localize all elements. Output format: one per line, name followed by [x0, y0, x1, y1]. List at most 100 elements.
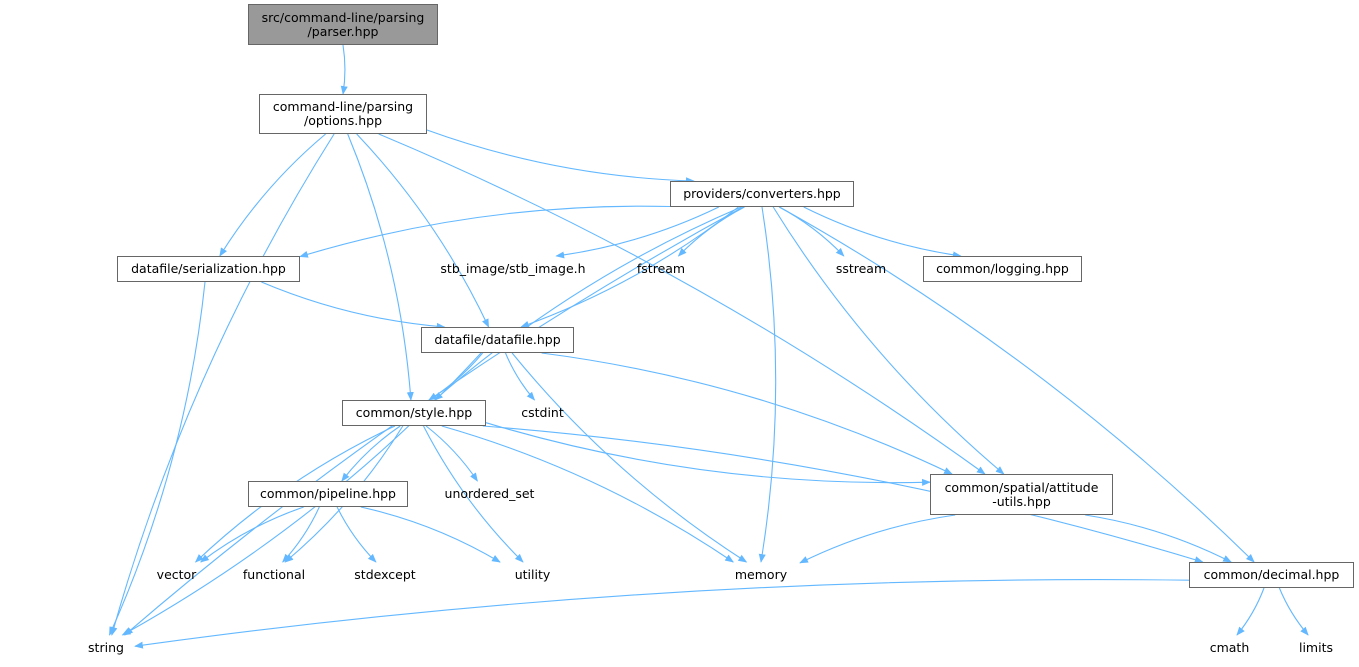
node-label-line: sstream [835, 261, 887, 276]
edge-options-to-style [347, 133, 414, 401]
node-limits: limits [1287, 635, 1345, 661]
node-label: utility [515, 568, 551, 582]
node-label-line: datafile/datafile.hpp [434, 332, 561, 347]
edge-serialization-to-string [108, 281, 206, 636]
node-label: datafile/serialization.hpp [131, 262, 286, 276]
node-unordered-set: unordered_set [432, 481, 547, 507]
edge-decimal-to-limits [1278, 587, 1309, 636]
edge-options-to-attitude [378, 133, 986, 475]
node-label-line: stdexcept [354, 567, 416, 582]
node-memory: memory [722, 562, 800, 588]
node-label-line: /parser.hpp [307, 23, 379, 39]
node-label-line: common/style.hpp [355, 405, 473, 420]
edge-attitude-to-decimal [1085, 514, 1232, 563]
node-label-line: memory [734, 567, 788, 582]
node-label-line: stb_image/stb_image.h [440, 261, 586, 276]
node-label: fstream [637, 262, 685, 276]
node-stb-image: stb_image/stb_image.h [425, 256, 601, 282]
node-label: unordered_set [445, 487, 535, 501]
node-decimal[interactable]: common/decimal.hpp [1189, 562, 1354, 588]
node-label: common/decimal.hpp [1204, 568, 1340, 582]
edge-datafile-to-cstdint [504, 352, 536, 401]
node-label: sstream [836, 262, 886, 276]
node-label: common/pipeline.hpp [260, 487, 396, 501]
node-label-line: /options.hpp [303, 113, 382, 128]
edge-pipeline-to-stdexcept [336, 506, 377, 563]
edge-pipeline-to-vector [200, 506, 304, 563]
edge-decimal-to-cmath [1236, 587, 1265, 636]
node-label-line: cmath [1209, 640, 1250, 655]
node-utility: utility [500, 562, 565, 588]
node-label: common/spatial/attitude-utils.hpp [944, 479, 1099, 509]
node-label-line: src/command-line/parsing [261, 9, 425, 25]
edge-converters-to-serialization [299, 205, 671, 258]
edge-datafile-to-string [121, 352, 482, 636]
edge-style-to-unordered_set [425, 425, 478, 482]
edge-converters-to-memory [758, 206, 777, 563]
node-parser: src/command-line/parsing/parser.hpp [248, 4, 438, 45]
node-label-line: common/pipeline.hpp [259, 486, 396, 501]
node-datafile[interactable]: datafile/datafile.hpp [421, 327, 574, 353]
edge-attitude-to-memory [799, 514, 956, 564]
node-logging[interactable]: common/logging.hpp [923, 256, 1082, 282]
edge-style-to-attitude [485, 422, 931, 486]
node-options[interactable]: command-line/parsing/options.hpp [259, 94, 427, 134]
node-string: string [77, 635, 135, 661]
node-label: providers/converters.hpp [683, 187, 840, 201]
edge-options-to-datafile [356, 133, 490, 328]
edge-options-to-serialization [219, 133, 326, 257]
node-vector: vector [145, 562, 208, 588]
node-attitude[interactable]: common/spatial/attitude-utils.hpp [930, 474, 1113, 515]
edge-datafile-to-attitude [541, 352, 953, 475]
node-label: stdexcept [354, 568, 415, 582]
node-label: datafile/datafile.hpp [434, 333, 560, 347]
node-sstream: sstream [824, 256, 898, 282]
edge-converters-to-stb_image [555, 206, 720, 259]
node-label: functional [243, 568, 305, 582]
node-label: common/style.hpp [356, 406, 472, 420]
node-label-line: utility [514, 567, 551, 582]
edge-converters-to-style [434, 206, 742, 401]
edge-style-to-decimal [482, 425, 1204, 564]
node-converters[interactable]: providers/converters.hpp [670, 181, 854, 207]
edge-converters-to-logging [803, 206, 962, 259]
node-label-line: command-line/parsing [272, 99, 414, 114]
node-label: cmath [1210, 641, 1250, 655]
node-label-line: functional [242, 567, 306, 582]
edge-pipeline-to-utility [360, 506, 501, 563]
node-label: src/command-line/parsing/parser.hpp [261, 9, 425, 39]
node-label: string [88, 641, 124, 655]
node-label-line: common/spatial/attitude [944, 479, 1099, 495]
node-functional: functional [231, 562, 317, 588]
node-serialization[interactable]: datafile/serialization.hpp [117, 256, 300, 282]
edge-decimal-to-string [134, 579, 1190, 649]
node-label: stb_image/stb_image.h [440, 262, 585, 276]
edge-options-to-string [110, 133, 335, 636]
node-label-line: common/decimal.hpp [1203, 567, 1340, 582]
node-label-line: providers/converters.hpp [683, 186, 841, 201]
node-style[interactable]: common/style.hpp [342, 400, 486, 426]
node-label: command-line/parsing/options.hpp [273, 100, 413, 128]
node-label-line: datafile/serialization.hpp [131, 261, 286, 276]
edge-style-to-memory [441, 425, 734, 563]
edge-converters-to-datafile [520, 206, 739, 328]
edge-style-to-pipeline [341, 425, 401, 482]
node-label: limits [1299, 641, 1333, 655]
node-label-line: limits [1298, 640, 1333, 655]
edge-converters-to-attitude [772, 206, 1005, 475]
node-label-line: common/logging.hpp [936, 261, 1069, 276]
node-label-line: cstdint [521, 405, 564, 420]
node-label-line: string [88, 640, 124, 655]
edge-options-to-converters [426, 129, 695, 185]
node-label-line: vector [156, 567, 197, 582]
edge-datafile-to-memory [511, 352, 748, 563]
node-label-line: fstream [636, 261, 686, 276]
edge-parser-to-options [340, 44, 348, 95]
edge-serialization-to-datafile [261, 281, 446, 330]
node-label: common/logging.hpp [936, 262, 1069, 276]
edge-style-to-utility [423, 425, 524, 563]
node-label: memory [735, 568, 787, 582]
node-pipeline[interactable]: common/pipeline.hpp [248, 481, 408, 507]
node-label-line: unordered_set [444, 486, 535, 501]
node-stdexcept: stdexcept [341, 562, 429, 588]
